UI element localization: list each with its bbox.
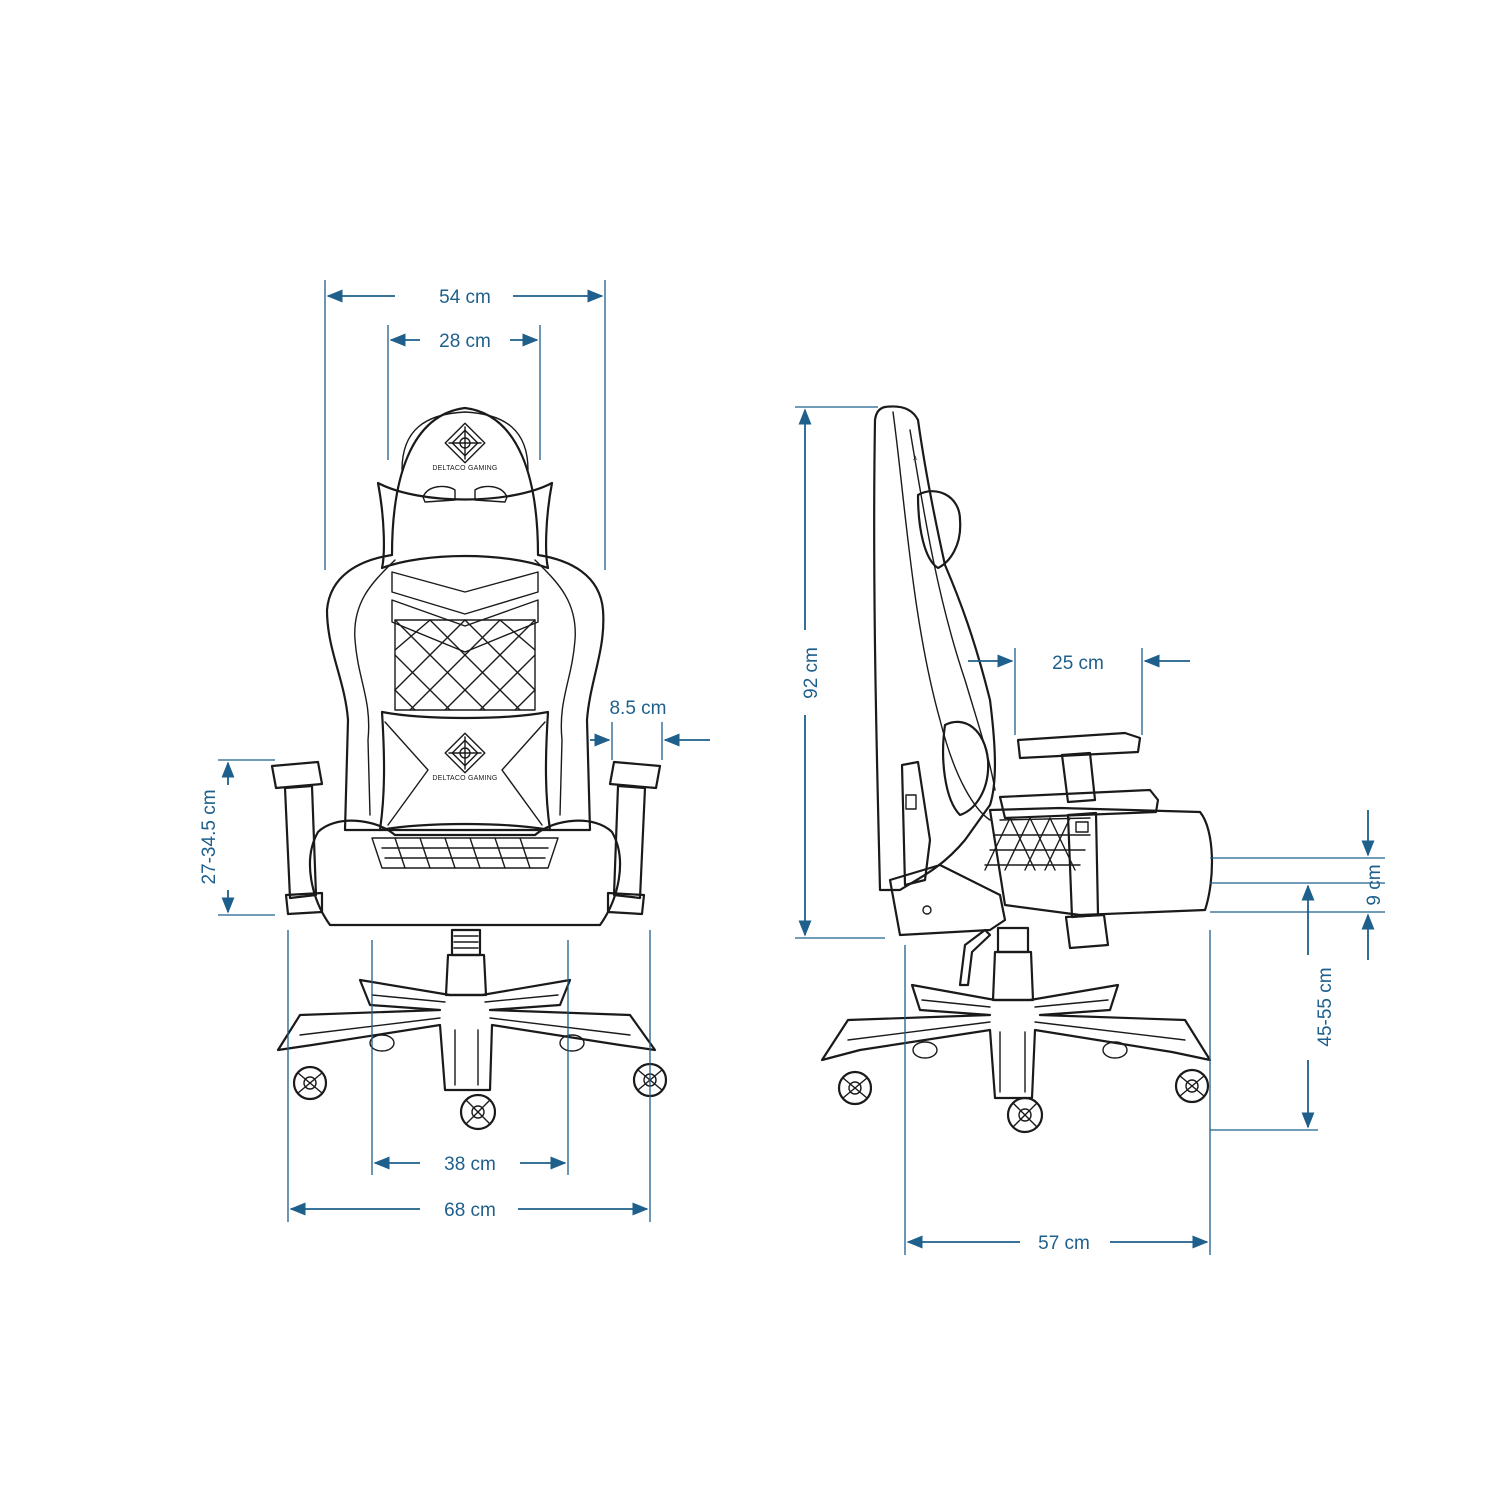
front-head-pillow	[376, 481, 554, 570]
side-recline-lever-plate	[900, 760, 932, 887]
side-backrest	[873, 405, 997, 892]
front-seat-inner	[371, 837, 559, 869]
side-casters	[837, 1041, 1210, 1134]
front-armrest-right-pad	[608, 760, 662, 790]
side-armrest-post-upper	[1060, 751, 1097, 804]
front-lumbar-fold-left	[384, 721, 429, 826]
front-armrest-right-foot	[606, 891, 646, 916]
front-seat-cushion	[308, 819, 622, 927]
front-backrest-inner-left	[354, 559, 396, 816]
front-casters	[292, 1034, 668, 1131]
front-lumbar-logo: DELTACO GAMING	[432, 732, 497, 782]
dim-backrest-height-label: 92 cm	[801, 647, 822, 699]
dim-seat-height-label: 45-55 cm	[1315, 967, 1336, 1046]
side-backrest-edge	[892, 411, 991, 821]
front-star-base	[276, 978, 657, 1092]
front-armrest-left-pad	[270, 760, 324, 790]
side-lumbar-pillow	[942, 720, 990, 817]
dim-backrest-top-width-label: 28 cm	[439, 331, 491, 352]
front-backrest-outer	[325, 406, 605, 832]
side-star-base	[820, 983, 1212, 1100]
side-armrest-foot	[1064, 913, 1110, 950]
dimension-annotations: 54 cm 28 cm 8.5 cm 27-34.5 cm 38 cm 68 c…	[199, 280, 1385, 1255]
front-armrest-left-foot	[284, 891, 324, 916]
front-lumbar-fold-right	[501, 721, 546, 826]
side-gas-lever	[958, 928, 992, 987]
dim-seat-thickness-label: 9 cm	[1364, 864, 1385, 905]
side-extension-lines	[795, 406, 1385, 1255]
side-gas-lift-top	[996, 926, 1030, 954]
dim-overall-width-label: 54 cm	[439, 287, 491, 308]
front-chevron-top	[391, 571, 539, 615]
front-seat-quilting	[381, 837, 549, 869]
dim-base-depth-label: 57 cm	[1038, 1233, 1090, 1254]
dim-base-width-label: 68 cm	[444, 1200, 496, 1221]
front-chevron-bottom	[391, 599, 539, 653]
front-diamond-quilting	[394, 619, 536, 711]
side-backrest-piping	[909, 429, 996, 791]
svg-text:≺: ≺	[911, 455, 918, 461]
dim-inner-base-width-label: 38 cm	[444, 1154, 496, 1175]
side-head-pillow	[916, 490, 962, 570]
side-view-chair: ≺	[820, 405, 1214, 1134]
front-backrest-inner-right	[534, 559, 576, 816]
front-headrest-shell	[401, 411, 529, 471]
lumbar-logo-text: DELTACO GAMING	[432, 775, 497, 782]
front-armrest-right-post	[612, 784, 647, 900]
side-seat-quilting	[984, 817, 1091, 871]
side-gas-lift-cylinder	[991, 950, 1035, 1002]
front-gas-lift-cylinder	[444, 953, 488, 997]
side-armrest-pad	[1016, 731, 1142, 760]
side-armrest-mid-pad	[998, 788, 1160, 820]
front-lumbar-pillow	[378, 710, 552, 832]
front-backrest-logo: DELTACO GAMING	[432, 422, 497, 472]
dim-armrest-height-label: 27-34.5 cm	[199, 789, 220, 884]
front-armrest-left-post	[283, 784, 318, 900]
side-seat-cushion	[988, 806, 1214, 917]
dim-seat-depth-label: 25 cm	[1052, 653, 1104, 674]
front-view-chair	[270, 406, 668, 1131]
side-seat-frame	[888, 863, 1007, 937]
backrest-logo-text: DELTACO GAMING	[432, 465, 497, 472]
dim-armrest-gap-label: 8.5 cm	[609, 698, 666, 719]
front-extension-lines	[218, 280, 663, 1222]
